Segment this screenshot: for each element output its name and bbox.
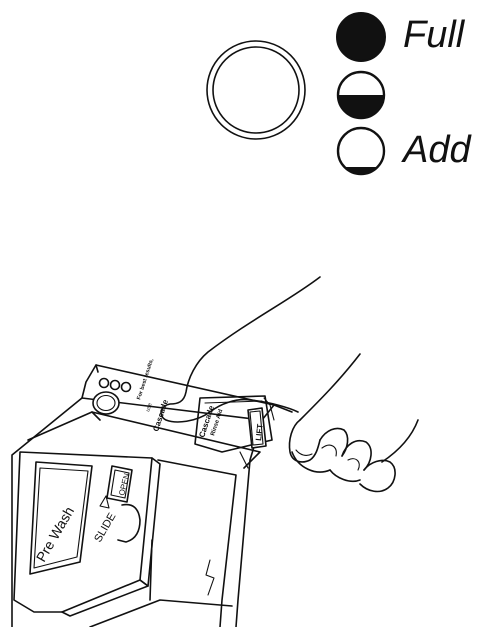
level-full-label: Full <box>403 14 466 56</box>
svg-text:For best results,: For best results, <box>136 358 155 401</box>
open-button[interactable]: OPEN <box>106 465 133 503</box>
dot-icon <box>120 381 132 393</box>
level-add-icon <box>336 126 386 176</box>
level-half-icon <box>336 70 386 120</box>
dot-icon <box>98 377 110 389</box>
level-full-icon <box>336 12 386 62</box>
prewash-cup-lid[interactable]: Pre Wash SLIDE OPEN <box>13 451 161 617</box>
rinse-aid-cap[interactable] <box>194 395 275 453</box>
dot-icon <box>109 379 121 391</box>
indicator-window <box>206 40 306 140</box>
slide-arrow-icon <box>99 495 110 509</box>
dispenser-assembly: For best results, use Cascade Cascade Ri… <box>11 276 419 628</box>
lift-tab[interactable]: LIFT <box>247 407 267 449</box>
hand-icon <box>160 276 419 493</box>
lid-latch <box>117 503 141 543</box>
lift-label: LIFT <box>254 423 265 441</box>
panel-text-group: For best results, <box>136 358 155 401</box>
level-add-label: Add <box>401 129 472 171</box>
svg-text:use: use <box>145 402 153 412</box>
